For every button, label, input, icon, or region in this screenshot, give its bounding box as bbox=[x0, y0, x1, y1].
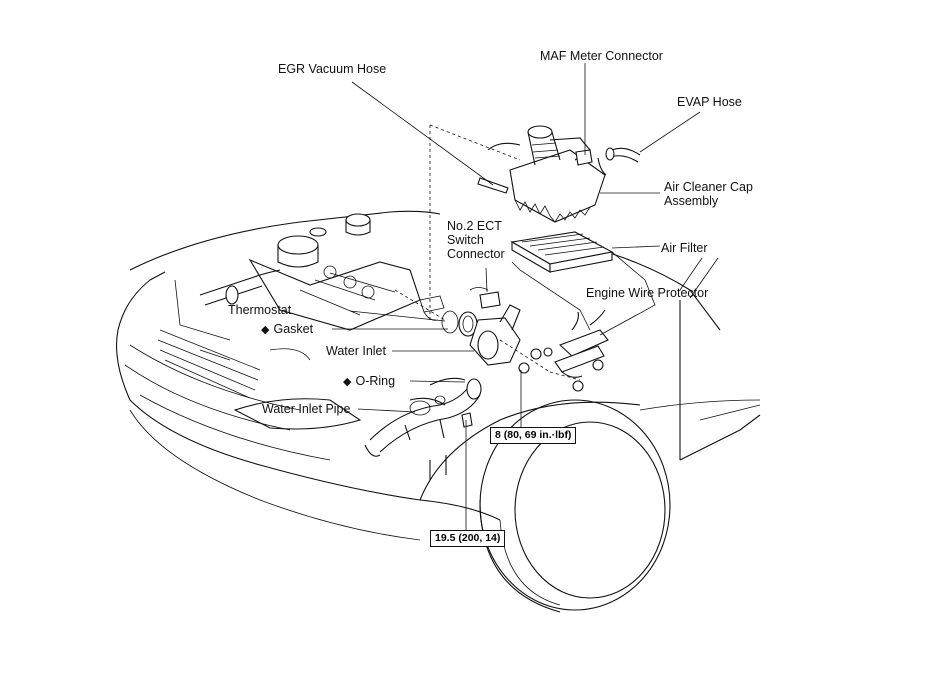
water-inlet-assembly bbox=[419, 287, 609, 392]
label-no2-ect-line1: No.2 ECT bbox=[447, 219, 502, 233]
label-maf-meter-connector: MAF Meter Connector bbox=[540, 49, 663, 63]
label-air-filter: Air Filter bbox=[661, 241, 708, 255]
label-water-inlet: Water Inlet bbox=[326, 344, 386, 358]
air-filter bbox=[510, 231, 614, 273]
label-air-cleaner-cap-line1: Air Cleaner Cap bbox=[664, 180, 753, 194]
torque-spec-8: 8 (80, 69 in.·lbf) bbox=[490, 427, 577, 444]
label-no2-ect-switch-connector: No.2 ECT Switch Connector bbox=[447, 219, 505, 261]
label-engine-wire-protector: Engine Wire Protector bbox=[586, 286, 709, 300]
label-no2-ect-line3: Connector bbox=[447, 247, 505, 261]
assembly-guides bbox=[394, 124, 551, 373]
label-thermostat: Thermostat bbox=[228, 303, 292, 317]
new-part-diamond-icon: ◆ bbox=[261, 324, 270, 336]
label-egr-vacuum-hose: EGR Vacuum Hose bbox=[278, 62, 387, 76]
label-air-cleaner-cap: Air Cleaner Cap Assembly bbox=[664, 180, 753, 208]
label-water-inlet-pipe: Water Inlet Pipe bbox=[262, 402, 351, 416]
label-gasket-text: Gasket bbox=[273, 322, 314, 336]
label-o-ring: ◆O-Ring bbox=[343, 374, 395, 389]
water-inlet-pipe bbox=[364, 377, 482, 480]
leader-lines bbox=[332, 63, 719, 530]
label-o-ring-text: O-Ring bbox=[355, 374, 396, 388]
label-gasket: ◆Gasket bbox=[261, 322, 313, 337]
label-air-cleaner-cap-line2: Assembly bbox=[664, 194, 719, 208]
label-no2-ect-line2: Switch bbox=[447, 233, 484, 247]
engine-bay bbox=[174, 213, 421, 361]
label-evap-hose: EVAP Hose bbox=[677, 95, 742, 109]
car-body bbox=[115, 210, 761, 541]
torque-spec-19-5: 19.5 (200, 14) bbox=[430, 530, 506, 547]
air-cleaner-cap bbox=[477, 125, 641, 223]
new-part-diamond-icon: ◆ bbox=[343, 376, 352, 388]
